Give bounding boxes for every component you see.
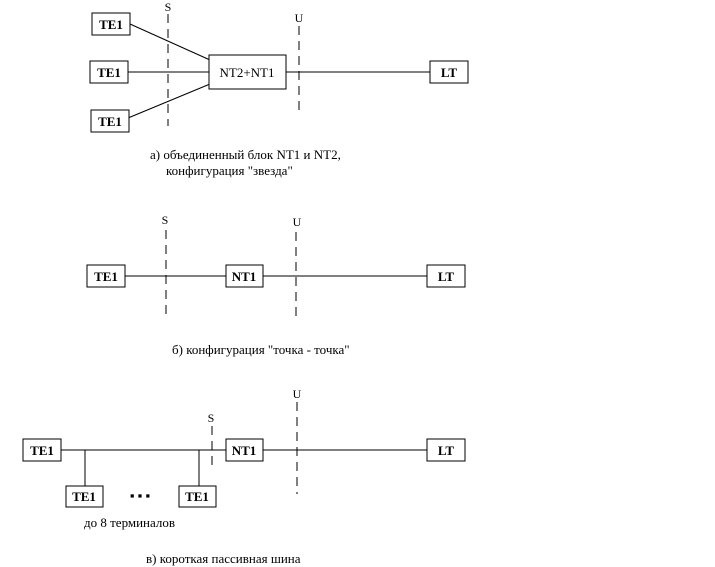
te1-box-c-bus1 <box>65 485 104 508</box>
s-label-b: S <box>162 213 169 227</box>
nt1-label-b: NT1 <box>232 269 257 284</box>
diagram-b: TE1 NT1 LT S U б) конфигурация "точка - … <box>86 213 466 357</box>
lt-box-c <box>426 438 466 462</box>
te1-label-a3: TE1 <box>98 114 122 129</box>
u-label-b: U <box>293 215 302 229</box>
terminals-note: до 8 терминалов <box>84 515 175 530</box>
star-link-top <box>129 23 211 61</box>
diagram-c: TE1 TE1 TE1 ▪ ▪ ▪ NT1 LT S U до 8 термин… <box>22 387 466 566</box>
nt2-nt1-box <box>208 54 287 90</box>
s-label-c: S <box>208 411 215 425</box>
terminals-ellipsis: ▪ ▪ ▪ <box>130 488 150 503</box>
nt1-box-c <box>225 438 264 462</box>
lt-box-a <box>429 60 469 84</box>
caption-a-line2: конфигурация "звезда" <box>166 163 293 178</box>
te1-label-c-bus1: TE1 <box>72 489 96 504</box>
nt1-label-c: NT1 <box>232 443 257 458</box>
caption-c: в) короткая пассивная шина <box>146 551 301 566</box>
lt-label-b: LT <box>438 269 454 284</box>
nt2-nt1-label: NT2+NT1 <box>220 65 275 80</box>
te1-label-a1: TE1 <box>99 17 123 32</box>
lt-label-a: LT <box>441 65 457 80</box>
s-label-a: S <box>165 0 172 14</box>
diagram-a: TE1 TE1 TE1 NT2+NT1 LT S U а) объединенн… <box>89 0 469 178</box>
te1-label-c-bus2: TE1 <box>185 489 209 504</box>
te1-label-b: TE1 <box>94 269 118 284</box>
u-label-c: U <box>293 387 302 401</box>
te1-box-a3 <box>90 109 130 133</box>
caption-b: б) конфигурация "точка - точка" <box>172 342 350 357</box>
te1-box-a2 <box>89 60 129 84</box>
te1-box-b <box>86 264 126 288</box>
te1-label-a2: TE1 <box>97 65 121 80</box>
u-label-a: U <box>295 11 304 25</box>
lt-box-b <box>426 264 466 288</box>
te1-box-a1 <box>91 12 131 36</box>
te1-box-c-main <box>22 438 62 462</box>
caption-a-line1: а) объединенный блок NT1 и NT2, <box>150 147 341 162</box>
nt1-box-b <box>225 264 264 288</box>
te1-box-c-bus2 <box>178 485 217 508</box>
te1-label-c-main: TE1 <box>30 443 54 458</box>
star-link-bottom <box>127 83 211 119</box>
lt-label-c: LT <box>438 443 454 458</box>
